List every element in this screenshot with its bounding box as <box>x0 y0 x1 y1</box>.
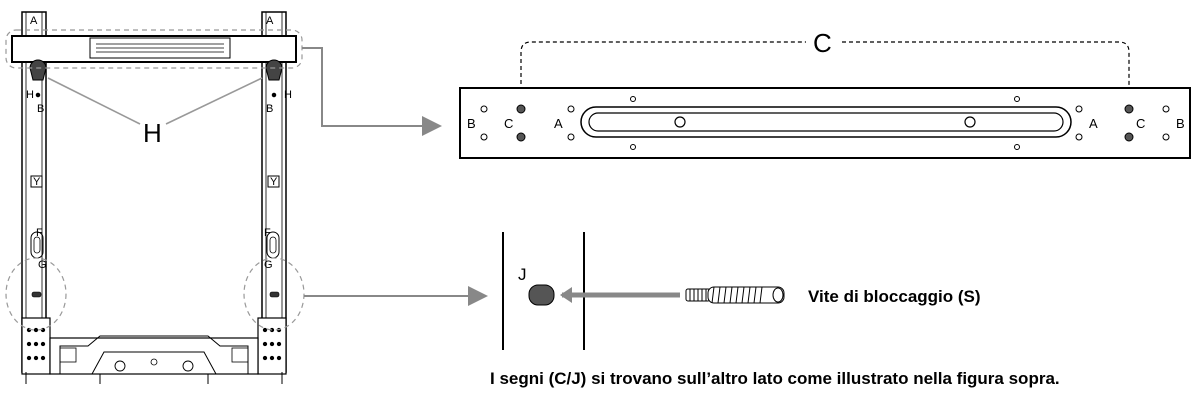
rail-right-c-label: C <box>1136 116 1145 131</box>
locking-screw-label: Vite di bloccaggio (S) <box>808 287 981 306</box>
rail-right-b-label: B <box>1176 116 1185 131</box>
bracket-h-label: H <box>143 118 162 148</box>
rail-right-a-label: A <box>1089 116 1098 131</box>
left-g-label: G <box>38 259 47 271</box>
left-h-label: H <box>26 89 34 101</box>
right-g-label: G <box>264 259 273 271</box>
top-left-a-label: A <box>30 15 38 27</box>
j-mark <box>528 284 555 306</box>
right-y-label: Y <box>270 176 278 188</box>
right-b-label: B <box>266 103 273 115</box>
rail-left-c-label: C <box>504 116 513 131</box>
rail-detail-arrow <box>302 47 442 136</box>
rail-detail <box>459 41 1191 159</box>
left-b-label: B <box>37 103 44 115</box>
j-mark-label: J <box>518 265 527 284</box>
right-h-label: H <box>284 89 292 101</box>
rail-left-a-label: A <box>554 116 563 131</box>
top-right-a-label: A <box>266 15 274 27</box>
h-pointer-lines <box>47 77 263 125</box>
right-f-label: F <box>264 227 271 239</box>
lower-right-highlight <box>243 257 305 331</box>
marks-note: I segni (C/J) si trovano sull’altro lato… <box>490 369 1060 388</box>
left-y-label: Y <box>33 176 41 188</box>
screw-detail <box>502 232 785 350</box>
locking-screw-icon <box>685 286 785 304</box>
rack-frame <box>11 11 297 384</box>
detail-arrows <box>302 47 488 306</box>
lower-left-highlight <box>5 257 67 331</box>
c-callout-label: C <box>813 28 832 58</box>
highlight-circles <box>5 29 305 331</box>
rail-left-b-label: B <box>467 116 476 131</box>
left-f-label: F <box>36 227 43 239</box>
